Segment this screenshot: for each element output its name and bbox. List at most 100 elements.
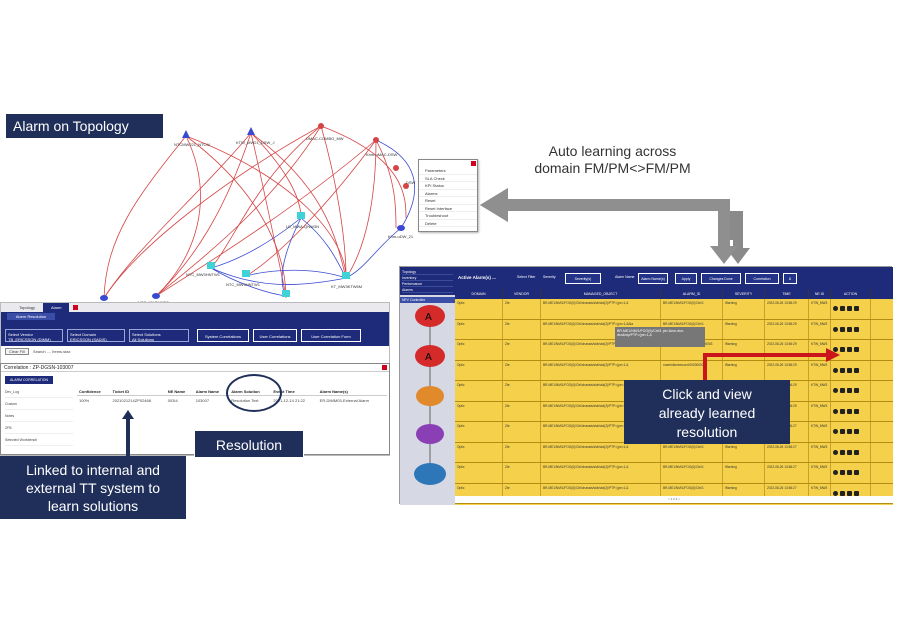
link-icon[interactable] [847,326,852,332]
info-icon[interactable] [833,449,838,455]
column-header[interactable]: SEVERITY [723,289,765,299]
side-bar-label[interactable]: NFV Controller [400,297,455,303]
link-icon[interactable] [847,470,852,476]
tab-alarm[interactable]: Alarm [43,303,70,312]
bidirectional-arrow-icon [480,188,750,264]
side-menu-item[interactable]: Inventory [402,275,453,281]
pagination[interactable]: < 1 2 3 > [455,496,893,503]
sidebar-item[interactable]: Dev_Log [5,386,73,398]
solutions-select[interactable]: Select Solutions All Solutions [129,329,189,342]
context-menu-item[interactable]: Troubleshoot [419,212,477,220]
context-menu-item[interactable]: Parameters [419,167,477,175]
column-header[interactable]: DOMAIN [455,289,503,299]
mail-icon[interactable] [854,490,859,496]
column-header[interactable]: NE ID [809,289,831,299]
vendor-select[interactable]: Select Vendor TB_ERICSSON (DIMM) [5,329,63,342]
changes-done-button[interactable]: Changes Done [701,273,741,284]
side-menu-item[interactable]: Topology [402,269,453,275]
link-icon[interactable] [847,490,852,496]
info-icon[interactable] [833,347,838,353]
system-correlations-button[interactable]: System Correlations [197,329,249,342]
column-header[interactable]: MANAGED_OBJECT [541,289,661,299]
mail-icon[interactable] [854,408,859,414]
apply-button[interactable]: Apply [675,273,697,284]
table-cell: BR-ME1/NM/1/FOG(0)/Ctrl/chassis/slot/slo… [541,442,661,462]
mail-icon[interactable] [854,367,859,373]
context-menu-item[interactable]: Reset [419,197,477,205]
up-arrow-icon [122,410,134,458]
close-icon[interactable] [471,161,476,166]
link-icon[interactable] [847,347,852,353]
column-header[interactable]: TIME [765,289,809,299]
ticket-icon[interactable] [840,470,845,476]
info-icon[interactable] [833,388,838,394]
column-header[interactable]: VENDOR [503,289,541,299]
user-correlation-form-button[interactable]: User Correlation Form [301,329,361,342]
ticket-icon[interactable] [840,408,845,414]
side-menu-item[interactable]: Alarms [402,287,453,293]
sidebar-item[interactable]: ZFB [5,422,73,434]
ticket-icon[interactable] [840,388,845,394]
ticket-icon[interactable] [840,306,845,312]
link-icon[interactable] [847,306,852,312]
table-cell: 2022-08-26 13:56:29 [765,360,809,380]
mail-icon[interactable] [854,326,859,332]
close-icon[interactable] [73,305,79,310]
column-header[interactable]: ALARM_ID [661,289,723,299]
info-icon[interactable] [833,306,838,312]
alarm-name-select[interactable]: Alarm Name(s) [638,273,668,284]
link-icon[interactable] [847,449,852,455]
ticket-icon[interactable] [840,326,845,332]
mail-icon[interactable] [854,388,859,394]
alarm-resolution-subtab[interactable]: Alarm Resolution [7,313,55,320]
node-label: NTC_MW3HNTW1 [186,272,221,277]
ticket-icon[interactable] [840,347,845,353]
correlation-button[interactable]: Correlation [745,273,779,284]
ticket-icon[interactable] [840,449,845,455]
context-menu-item[interactable]: KPI Status [419,182,477,190]
alarm-correlation-tab[interactable]: ALARM CORRELATION [5,376,53,384]
context-menu-item[interactable]: SLA Check [419,175,477,182]
link-icon[interactable] [847,429,852,435]
context-menu-item[interactable]: Alarms [419,190,477,197]
user-correlations-button[interactable]: User Correlations [253,329,297,342]
mail-icon[interactable] [854,306,859,312]
ticket-icon[interactable] [840,490,845,496]
severity-select[interactable]: Severity(s) [565,273,601,284]
info-icon[interactable] [833,470,838,476]
download-icon[interactable]: ⬇ [783,273,797,284]
ticket-icon[interactable] [840,429,845,435]
info-icon[interactable] [833,408,838,414]
sidebar-item[interactable]: Selected Workbench [5,434,73,446]
search-input[interactable]: Search ..., Items.stax [32,349,71,354]
tab-topology[interactable]: Topology [19,305,36,310]
link-icon[interactable] [847,367,852,373]
link-icon[interactable] [847,408,852,414]
table-cell: Warning [723,319,765,339]
info-icon[interactable] [833,326,838,332]
side-menu-item[interactable]: Performance [402,281,453,287]
info-icon[interactable] [833,429,838,435]
domain-select[interactable]: Select Domain ERICSSON (SADIS) [67,329,125,342]
clear-fill-button[interactable]: Clear Fill [5,348,29,355]
topology-nodes [100,123,409,301]
info-icon[interactable] [833,367,838,373]
close-icon[interactable] [382,365,387,370]
context-menu-item[interactable]: Delete [419,220,477,227]
link-icon[interactable] [847,388,852,394]
sidebar-item[interactable]: Custom [5,398,73,410]
mail-icon[interactable] [854,429,859,435]
sidebar-item[interactable]: Notes [5,410,73,422]
context-menu-item[interactable]: Reset Interface [419,205,477,212]
info-icon[interactable] [833,490,838,496]
column-header[interactable]: ACTION [831,289,871,299]
mail-icon[interactable] [854,347,859,353]
resolution-highlight [226,374,282,412]
mail-icon[interactable] [854,470,859,476]
mail-icon[interactable] [854,449,859,455]
ticket-icon[interactable] [840,367,845,373]
